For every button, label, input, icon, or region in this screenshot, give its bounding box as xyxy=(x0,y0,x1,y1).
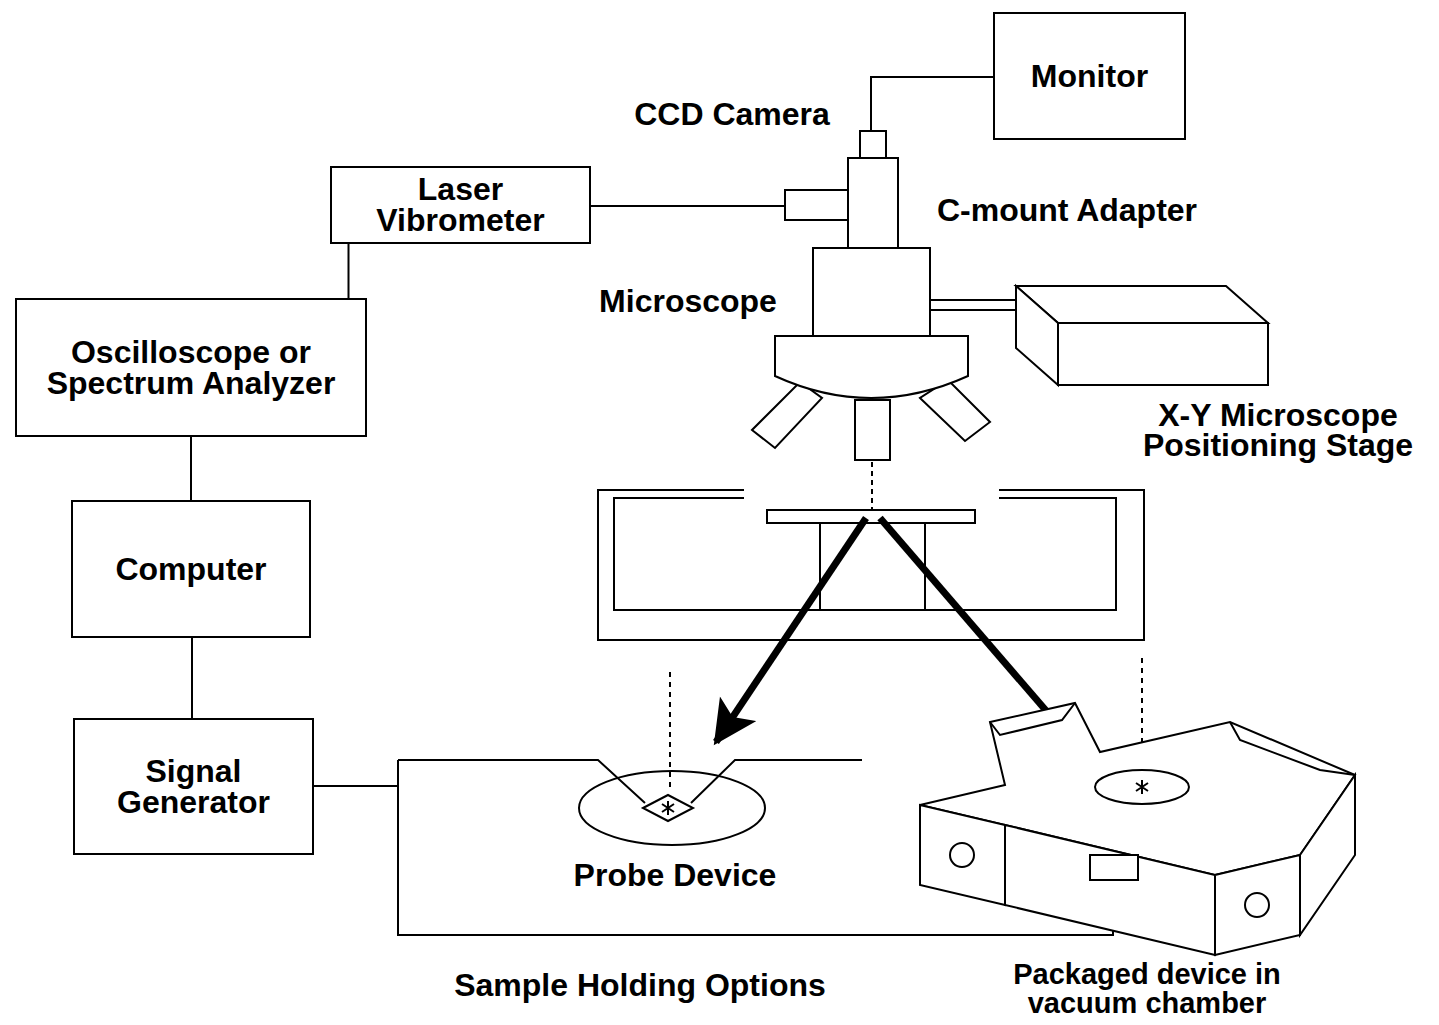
chamber-arm-end xyxy=(990,703,1075,735)
part-label: Sample Holding Options xyxy=(430,968,850,1002)
probe-needle xyxy=(691,760,862,803)
probe-wafer xyxy=(579,771,765,845)
objective-lens xyxy=(752,382,822,448)
stage-arm xyxy=(930,309,1016,311)
alignment-line xyxy=(669,672,671,790)
chamber-arm-end xyxy=(1230,722,1355,775)
part-label: CCD Camera xyxy=(602,97,862,131)
instrument-box: Oscilloscope or Spectrum Analyzer xyxy=(15,298,367,437)
sample-housing-inner xyxy=(614,498,1116,610)
vibrometer-cable xyxy=(591,205,785,207)
measurement-spot xyxy=(662,801,674,815)
microscope-body xyxy=(813,248,930,336)
part-label: C-mount Adapter xyxy=(902,193,1232,227)
chamber-arm-end xyxy=(1215,855,1300,955)
signal-cable xyxy=(191,638,193,718)
instrument-box: Computer xyxy=(71,500,311,638)
chamber-port xyxy=(1245,893,1269,917)
box-label: Oscilloscope or Spectrum Analyzer xyxy=(41,337,341,399)
part-label: Probe Device xyxy=(545,858,805,892)
sample-housing xyxy=(598,490,1144,640)
camera-adapter-body xyxy=(785,131,898,248)
chamber-window xyxy=(1095,770,1189,804)
chamber-port xyxy=(950,843,974,867)
chamber-side xyxy=(1300,775,1355,935)
probe-needle xyxy=(398,760,645,803)
probe-die xyxy=(643,795,693,821)
signal-cable xyxy=(190,437,192,500)
box-label: Signal Generator xyxy=(94,756,294,818)
measurement-spot xyxy=(1136,780,1148,794)
option-arrow xyxy=(716,518,866,742)
sample-plate xyxy=(767,510,975,523)
instrument-box: Monitor xyxy=(993,12,1186,140)
box-label: Laser Vibrometer xyxy=(356,174,566,236)
stage-front xyxy=(1058,323,1268,385)
stage-top xyxy=(1016,286,1268,323)
adapter-joint xyxy=(847,190,849,220)
monitor-cable xyxy=(871,77,993,131)
feedthrough-connector xyxy=(1090,855,1138,880)
part-label: Microscope xyxy=(573,284,803,318)
signal-cable xyxy=(348,244,350,299)
beam-line xyxy=(871,462,873,516)
box-label: Monitor xyxy=(1031,61,1148,92)
stage-side xyxy=(1016,286,1058,385)
chamber-arm-end xyxy=(920,805,1005,905)
chamber-front xyxy=(1005,825,1215,955)
part-label: X-Y Microscope Positioning Stage xyxy=(1122,400,1434,460)
camera-joint xyxy=(860,157,886,159)
instrument-box: Signal Generator xyxy=(73,718,314,855)
plate-post xyxy=(819,523,821,610)
nosepiece xyxy=(775,336,968,398)
part-label: Packaged device in vacuum chamber xyxy=(1009,960,1285,1018)
box-label: Computer xyxy=(115,554,266,585)
objective-lens xyxy=(855,400,890,460)
instrument-box: Laser Vibrometer xyxy=(330,166,591,244)
stage-arm xyxy=(930,299,1016,301)
drive-wire xyxy=(314,760,398,786)
